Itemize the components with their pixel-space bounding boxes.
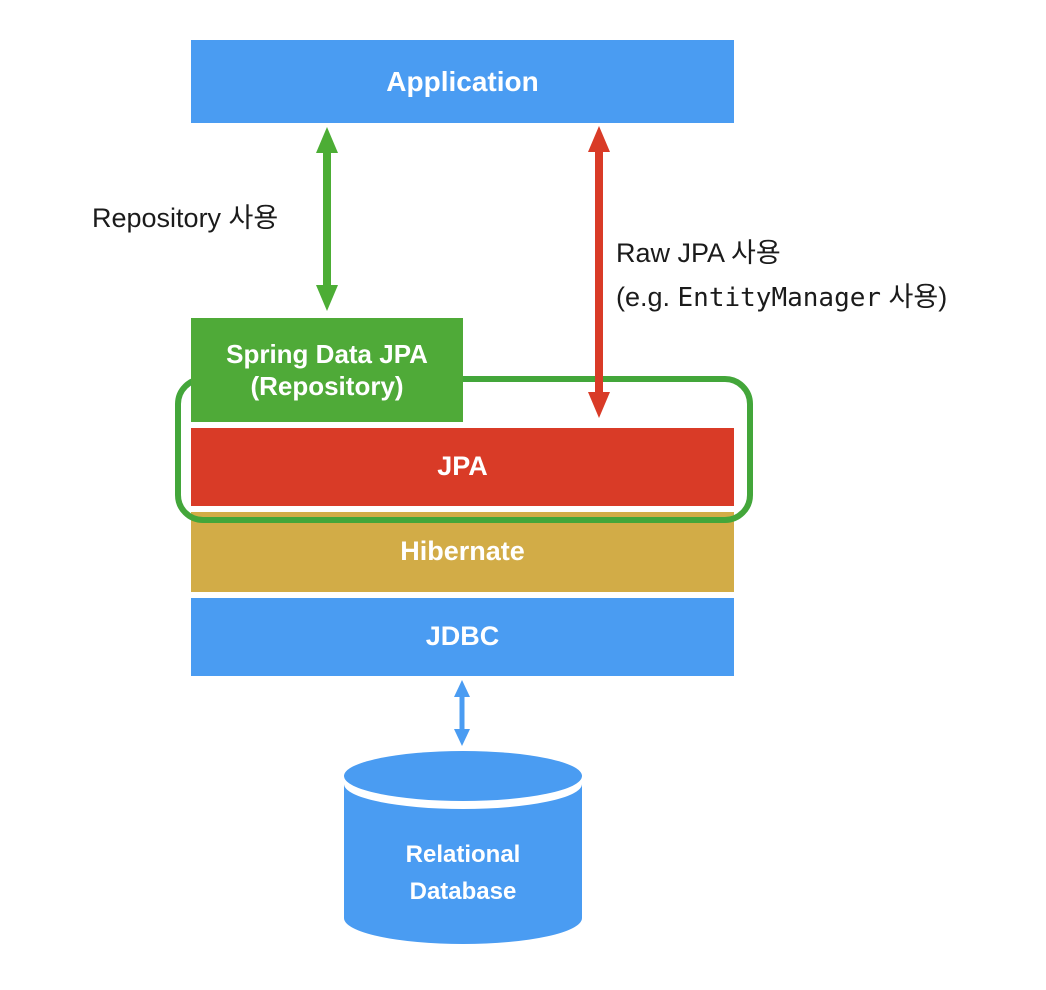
repository-usage-label: Repository 사용	[92, 201, 278, 235]
repository-usage-text: Repository 사용	[92, 203, 279, 233]
raw-jpa-line2-prefix: (e.g.	[616, 282, 678, 312]
spring-data-jpa-box: Spring Data JPA (Repository)	[191, 318, 463, 422]
database-label: Relational Database	[343, 836, 583, 910]
raw-jpa-usage-line1: Raw JPA 사용	[616, 231, 947, 275]
jdbc-label: JDBC	[425, 621, 500, 652]
hibernate-label: Hibernate	[400, 536, 525, 567]
spring-data-jpa-label-line1: Spring Data JPA	[226, 338, 428, 369]
repository-usage-arrow	[316, 127, 338, 311]
raw-jpa-usage-line2: (e.g. EntityManager 사용)	[616, 275, 947, 320]
jpa-label: JPA	[437, 451, 488, 482]
jpa-group-outline	[175, 376, 753, 523]
database-label-line2: Database	[409, 878, 517, 905]
jdbc-database-arrow	[454, 680, 470, 746]
database-label-line1: Relational	[405, 841, 521, 868]
application-label: Application	[386, 66, 539, 97]
jpa-box: JPA	[191, 428, 734, 506]
application-box: Application	[191, 40, 734, 123]
raw-jpa-line2-suffix: 사용)	[881, 282, 948, 312]
database-cylinder-icon	[344, 751, 582, 944]
raw-jpa-usage-line1-text: Raw JPA 사용	[616, 238, 781, 268]
spring-data-jpa-label-line2: (Repository)	[250, 371, 404, 401]
jdbc-box: JDBC	[191, 598, 734, 676]
raw-jpa-usage-arrow	[588, 126, 610, 418]
entitymanager-code-text: EntityManager	[677, 283, 882, 313]
hibernate-box: Hibernate	[191, 512, 734, 592]
raw-jpa-usage-label: Raw JPA 사용 (e.g. EntityManager 사용)	[616, 231, 947, 320]
